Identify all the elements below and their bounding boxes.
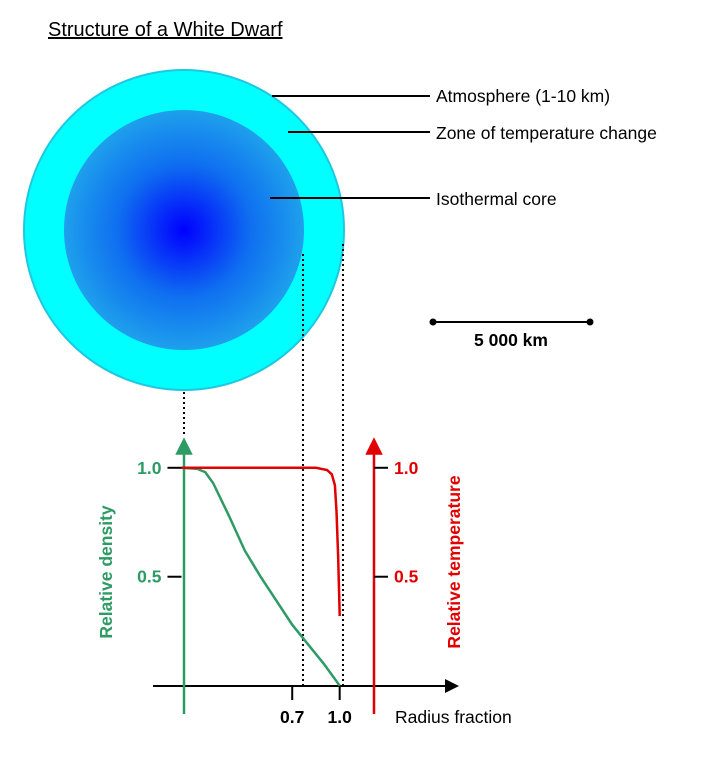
zone-label: Zone of temperature change bbox=[436, 123, 657, 143]
x-tick-label: 1.0 bbox=[328, 707, 353, 727]
core-label: Isothermal core bbox=[436, 189, 557, 209]
scale-bar-label: 5 000 km bbox=[474, 330, 548, 350]
isothermal-core bbox=[64, 110, 304, 350]
scale-bar-left-end bbox=[429, 318, 437, 326]
temperature-axis-ticks: 1.0 0.5 bbox=[374, 458, 419, 587]
x-tick-label: 0.7 bbox=[280, 707, 304, 727]
temperature-curve bbox=[181, 466, 341, 617]
temperature-tick-label: 0.5 bbox=[394, 567, 419, 587]
temperature-tick-label: 1.0 bbox=[394, 458, 419, 478]
page-title: Structure of a White Dwarf bbox=[48, 19, 283, 41]
scale-bar-right-end bbox=[586, 318, 594, 326]
density-curve bbox=[181, 466, 341, 687]
x-axis-label: Radius fraction bbox=[395, 707, 512, 727]
density-axis-label: Relative density bbox=[96, 505, 116, 639]
temperature-axis-label: Relative temperature bbox=[444, 475, 464, 648]
density-axis-ticks: 1.0 0.5 bbox=[137, 458, 182, 587]
density-tick-label: 0.5 bbox=[137, 567, 162, 587]
x-axis-ticks: 0.7 1.0 bbox=[280, 686, 352, 727]
atmosphere-label: Atmosphere (1-10 km) bbox=[436, 86, 610, 106]
density-tick-label: 1.0 bbox=[137, 458, 162, 478]
